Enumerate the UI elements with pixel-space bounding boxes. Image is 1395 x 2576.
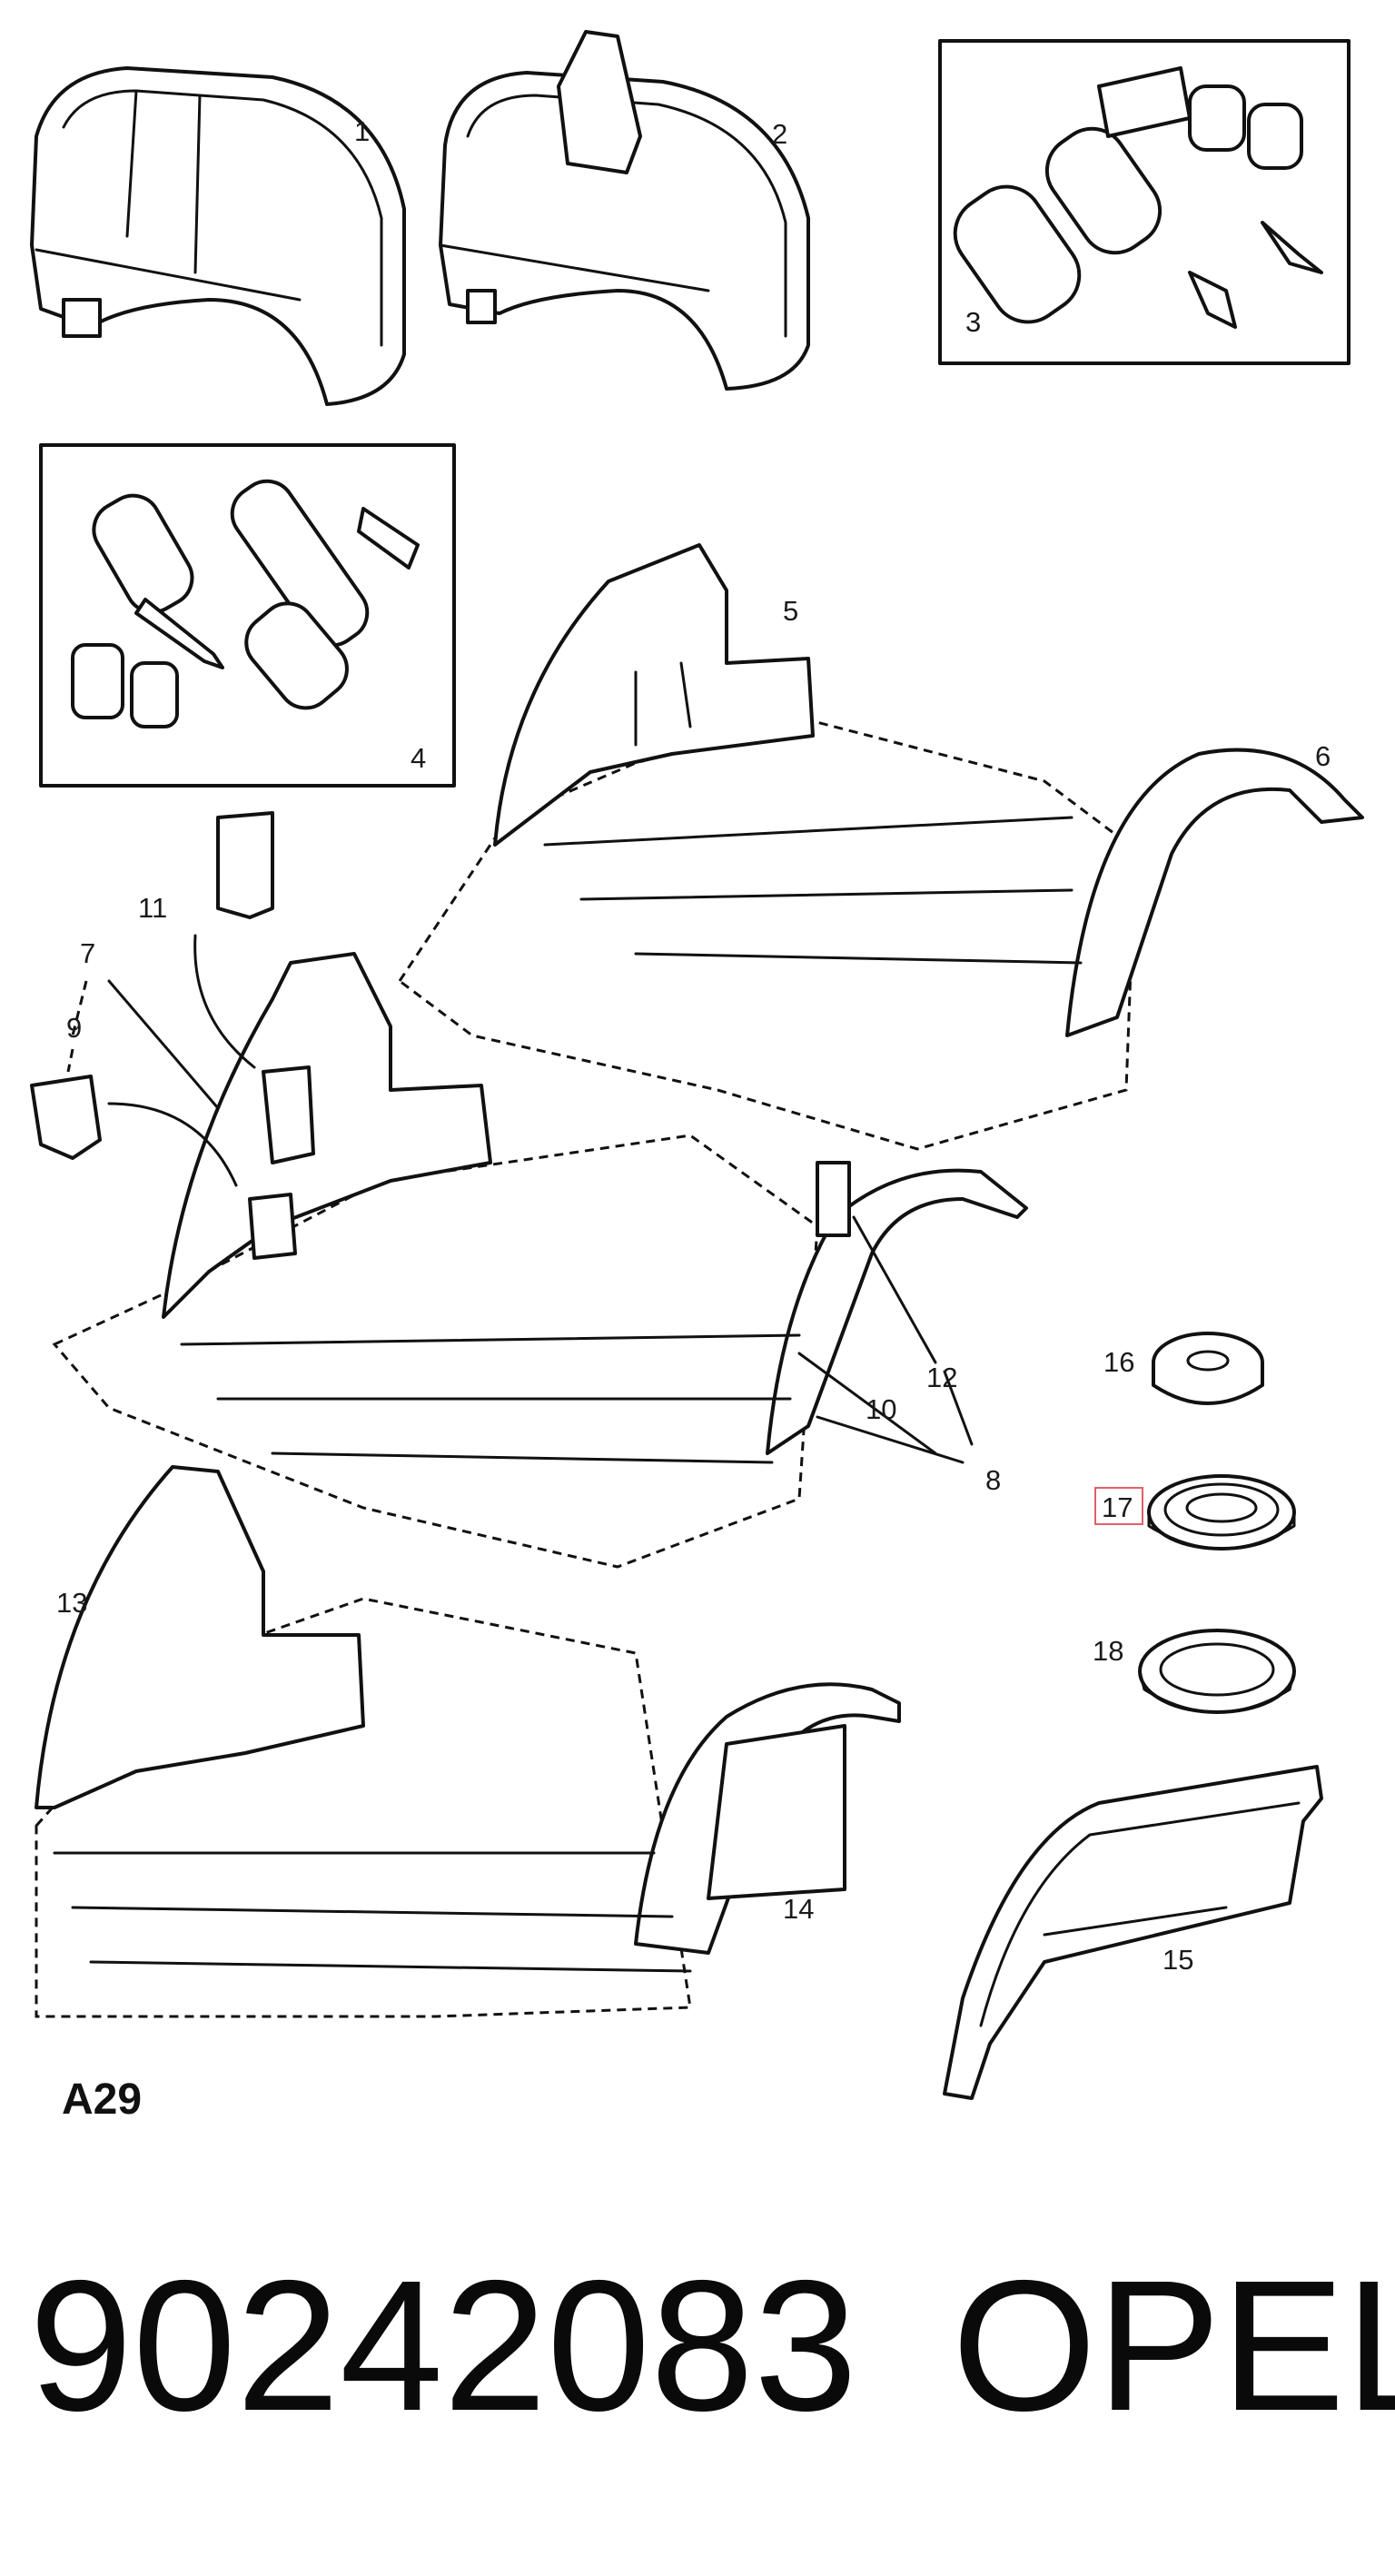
- callout-7: 7: [80, 937, 95, 969]
- diagram-code: A29: [62, 2076, 142, 2124]
- part-17-grommet: [1147, 1474, 1296, 1551]
- callout-17: 17: [1102, 1491, 1133, 1523]
- callout-15: 15: [1162, 1944, 1193, 1976]
- callout-18: 18: [1093, 1635, 1123, 1667]
- floor-assembly-top: [397, 543, 1364, 1151]
- part-2-drawing: [439, 30, 810, 391]
- part-4-kit: [39, 443, 456, 788]
- part-15-panel: [943, 1765, 1323, 2100]
- part-1-drawing: [30, 66, 406, 406]
- callout-12: 12: [926, 1362, 957, 1393]
- floor-assembly-bottom: [35, 1465, 901, 2018]
- callout-17-highlight-box: [1094, 1487, 1143, 1525]
- callout-3: 3: [965, 306, 981, 338]
- callout-10: 10: [866, 1393, 896, 1425]
- callout-16: 16: [1103, 1346, 1134, 1378]
- brand-name: OPEL: [952, 2242, 1395, 2450]
- floor-assembly-middle: [52, 952, 1028, 1569]
- part-3-kit: [938, 39, 1350, 365]
- brackets-9-11: [30, 811, 315, 1260]
- callout-11: 11: [138, 892, 167, 924]
- callout-2: 2: [772, 118, 787, 150]
- part-18-ring: [1138, 1629, 1296, 1714]
- callout-1: 1: [354, 115, 370, 147]
- callout-6: 6: [1315, 740, 1331, 772]
- callout-9: 9: [66, 1012, 82, 1044]
- callout-5: 5: [783, 595, 798, 627]
- callout-4: 4: [411, 742, 426, 774]
- callout-13: 13: [56, 1587, 87, 1619]
- part-16-plug: [1152, 1332, 1264, 1405]
- callout-14: 14: [783, 1893, 814, 1925]
- leader-lines-8-10-12: [797, 1215, 974, 1464]
- part-number: 90242083: [29, 2242, 858, 2450]
- callout-8: 8: [985, 1464, 1001, 1496]
